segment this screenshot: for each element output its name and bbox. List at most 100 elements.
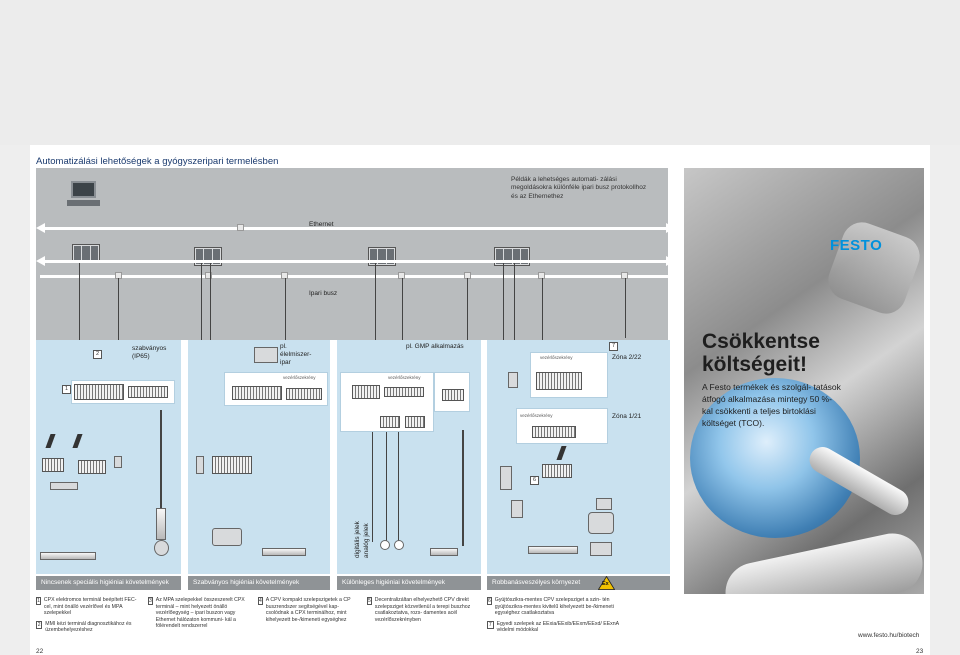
cabinet-label: vezérlőszekrény	[540, 355, 573, 360]
panel-heading: pl. élelmiszer- ipar	[280, 343, 312, 366]
signal-line	[398, 432, 399, 542]
arrow-right-icon	[666, 256, 675, 266]
panel-label: Különleges higiéniai követelmények	[337, 576, 481, 590]
connection-line	[118, 278, 119, 382]
valve-island	[536, 372, 582, 390]
butterfly-valve	[590, 542, 612, 556]
network-band	[36, 168, 668, 340]
cylinder	[262, 548, 306, 556]
slogan: A Festo termékek és szolgál- tatások átf…	[702, 382, 841, 428]
page-number-left: 22	[36, 648, 44, 655]
cylinder	[430, 548, 458, 556]
connection-line	[467, 278, 468, 373]
connection-line	[285, 278, 286, 375]
connection-line	[503, 263, 504, 353]
connection-line	[542, 278, 543, 348]
cylinder	[156, 508, 166, 540]
plc-icon	[494, 247, 530, 266]
solenoid-valve	[511, 500, 523, 518]
connection-line	[210, 263, 211, 373]
zone-label: Zóna 2/22	[612, 354, 642, 361]
panel-label: Szabványos higiéniai követelmények	[188, 576, 330, 590]
connection-line	[514, 263, 515, 353]
number-box: 2	[93, 350, 102, 359]
fieldbus-line	[40, 260, 670, 263]
fieldbus-label: Ipari busz	[309, 290, 338, 297]
bus-plug	[205, 272, 212, 279]
desc-number: 2	[36, 620, 43, 629]
sensor	[114, 456, 122, 468]
bus-plug	[621, 272, 628, 279]
number-box: 7	[609, 342, 618, 351]
valve-island	[78, 460, 106, 474]
process-valve-icon	[380, 540, 390, 550]
bus-plug	[398, 272, 405, 279]
cpv-valve	[380, 416, 400, 428]
desc-number: 6	[487, 597, 492, 605]
zone-label: Zóna 1/21	[612, 413, 642, 420]
positioner	[596, 498, 612, 510]
note-text: Példák a lehetséges automati- zálási meg…	[511, 176, 647, 200]
valve-island	[42, 458, 64, 472]
cylinder	[528, 546, 578, 554]
sensor	[508, 372, 518, 388]
ethernet-line	[40, 227, 670, 230]
desc-text: A CPV kompakt szelepszigetek a CP buszre…	[265, 597, 351, 623]
actuator	[588, 512, 614, 534]
arrow-left-icon	[36, 256, 45, 266]
mmi-display	[254, 347, 278, 363]
signal-line	[372, 432, 373, 542]
connection-line	[79, 263, 80, 381]
photo-star-tablet	[822, 216, 924, 320]
mpa-valves	[286, 388, 322, 400]
connection-line	[402, 278, 403, 375]
desc-number: 3	[148, 597, 153, 605]
cpv-valve	[405, 416, 425, 428]
valve-island	[212, 456, 252, 474]
signal-analog: analóg jelek	[363, 523, 370, 558]
signal-line	[386, 432, 387, 542]
actuator	[212, 528, 242, 546]
page-number-right: 23	[916, 648, 924, 655]
cabinet-label: vezérlőszekrény	[388, 375, 421, 380]
photo-tablet	[719, 527, 924, 594]
solenoid-valve	[500, 466, 512, 490]
signal-digital: digitális jelek	[354, 521, 361, 558]
desc-number: 1	[36, 597, 41, 605]
valve-manifold	[50, 482, 78, 490]
computer-icon	[67, 181, 100, 207]
panel-label: Nincsenek speciális higiéniai követelmén…	[36, 576, 181, 590]
cpv-valve	[542, 464, 572, 478]
bus-plug	[538, 272, 545, 279]
desc-number: 5	[367, 597, 372, 605]
desc-text: Decentralizáltan elhelyezhető CPV direkt…	[374, 597, 471, 623]
arrow-right-icon	[666, 223, 675, 233]
panel-heading: szabványos (IP65)	[132, 345, 167, 360]
top-blank-area	[0, 0, 960, 145]
website-link[interactable]: www.festo.hu/biotech	[858, 632, 920, 639]
hero-photo	[684, 168, 924, 594]
ex-symbol: Ex	[602, 581, 609, 587]
cpx-terminal	[74, 384, 124, 400]
connection-line	[625, 278, 626, 338]
bus-plug	[281, 272, 288, 279]
sensor	[196, 456, 204, 474]
desc-text: CPX elektromos terminál beépített FEC-ce…	[43, 597, 137, 617]
cpx-terminal	[352, 385, 380, 399]
fieldbus-line-lower	[40, 275, 670, 278]
cpx-terminal	[232, 386, 282, 400]
panel-label: Robbanásveszélyes környezet	[487, 576, 670, 590]
process-valve-icon	[394, 540, 404, 550]
arrow-left-icon	[36, 223, 45, 233]
cabinet-label: vezérlőszekrény	[283, 375, 316, 380]
ex-warning-icon: Ex	[597, 575, 616, 590]
plc-icon	[368, 247, 396, 266]
mpa-valves	[128, 386, 168, 398]
number-box: 1	[62, 385, 71, 394]
festo-logo: FESTO	[830, 237, 883, 254]
cpv-valve	[442, 389, 464, 401]
